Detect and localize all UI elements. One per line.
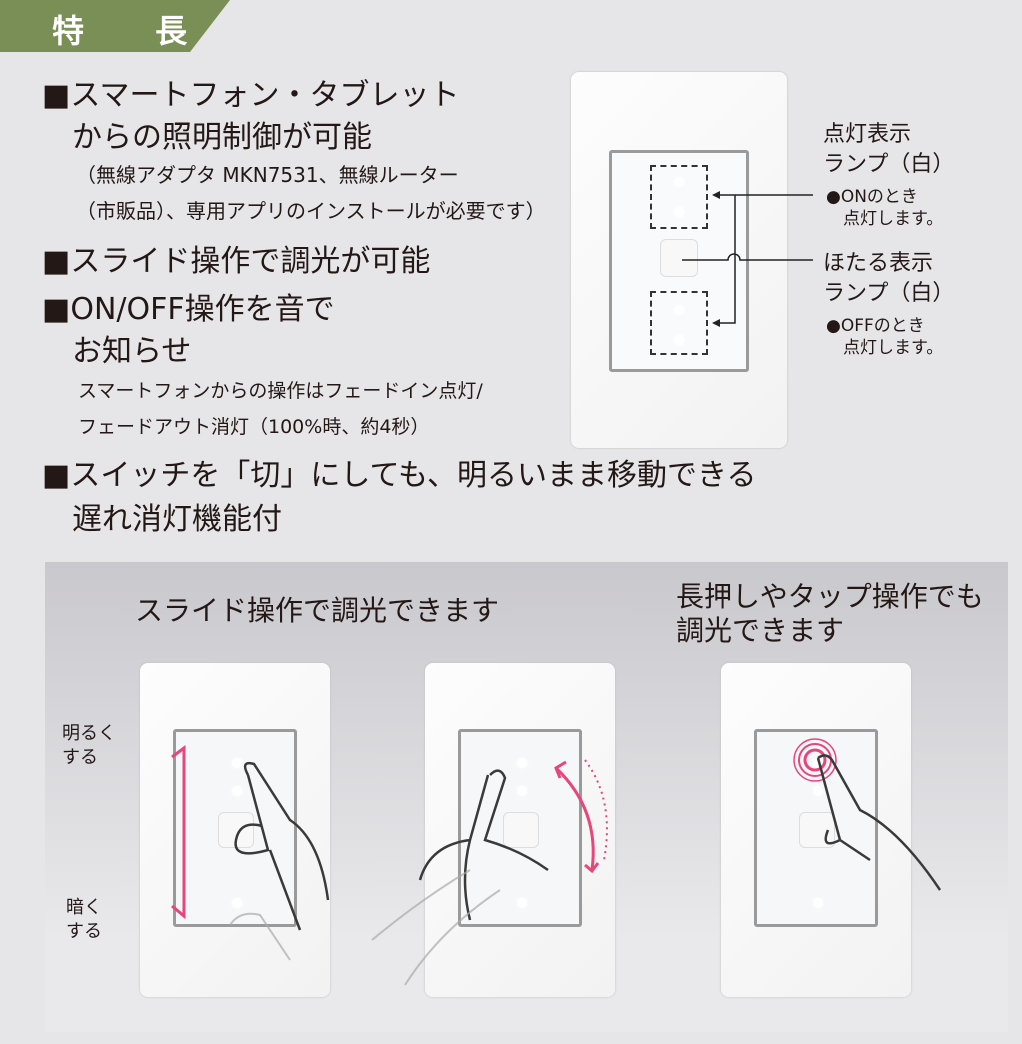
feature-2-heading: ■スライド操作で調光が可能 (42, 244, 431, 279)
feature-1-note-line2: （市販品）、専用アプリのインストールが必要です） (76, 199, 546, 223)
switch-slide-1 (140, 663, 330, 997)
on-lamp-desc-2: 点灯します。 (826, 209, 944, 229)
feature-1-heading-line1: ■スマートフォン・タブレット (42, 78, 460, 113)
feature-4-heading-line1: ■スイッチを「切」にしても、明るいまま移動できる (42, 458, 757, 493)
off-lamp-area (650, 291, 708, 355)
tap-title-2: 調光できます (676, 614, 845, 647)
off-lamp-desc-1: ●OFFのとき (826, 316, 925, 336)
slide-title: スライド操作で調光できます (135, 594, 500, 627)
tap-ripple-icon (793, 738, 837, 782)
feature-1-note-line1: （無線アダプタ MKN7531、無線ルーター (76, 163, 459, 187)
section-title: 特 長 (52, 12, 218, 50)
feature-3-note-line1: スマートフォンからの操作はフェードイン点灯/ (78, 380, 483, 402)
center-button (660, 239, 698, 277)
brighter-label: 明るくする (62, 723, 116, 768)
on-lamp-area (650, 165, 708, 229)
curved-arrow-icon (554, 759, 608, 874)
off-lamp-title-2: ランプ（白） (823, 281, 955, 306)
switch-panel (609, 150, 749, 372)
slide-arrow-icon (171, 745, 186, 920)
tap-title-1: 長押しやタップ操作でも (676, 580, 984, 613)
hand-icon (234, 754, 942, 931)
switch-tap (721, 663, 911, 997)
feature-4-heading-line2: 遅れ消灯機能付 (42, 502, 282, 537)
on-lamp-desc-1: ●ONのとき (826, 187, 918, 207)
off-lamp-desc-2: 点灯します。 (826, 338, 944, 358)
switch-slide-2 (425, 663, 615, 997)
off-lamp-title-1: ほたる表示 (823, 251, 934, 276)
feature-1-heading-line2: からの照明制御が可能 (42, 120, 372, 155)
on-lamp-title-1: 点灯表示 (823, 122, 912, 147)
feature-3-note-line2: フェードアウト消灯（100%時、約4秒） (78, 416, 430, 438)
darker-label: 暗くする (66, 897, 102, 942)
feature-3-heading-line2: お知らせ (42, 334, 192, 369)
feature-3-heading-line1: ■ON/OFF操作を音で (42, 292, 335, 327)
section-banner: 特 長 (0, 0, 230, 52)
on-lamp-title-2: ランプ（白） (823, 152, 955, 177)
